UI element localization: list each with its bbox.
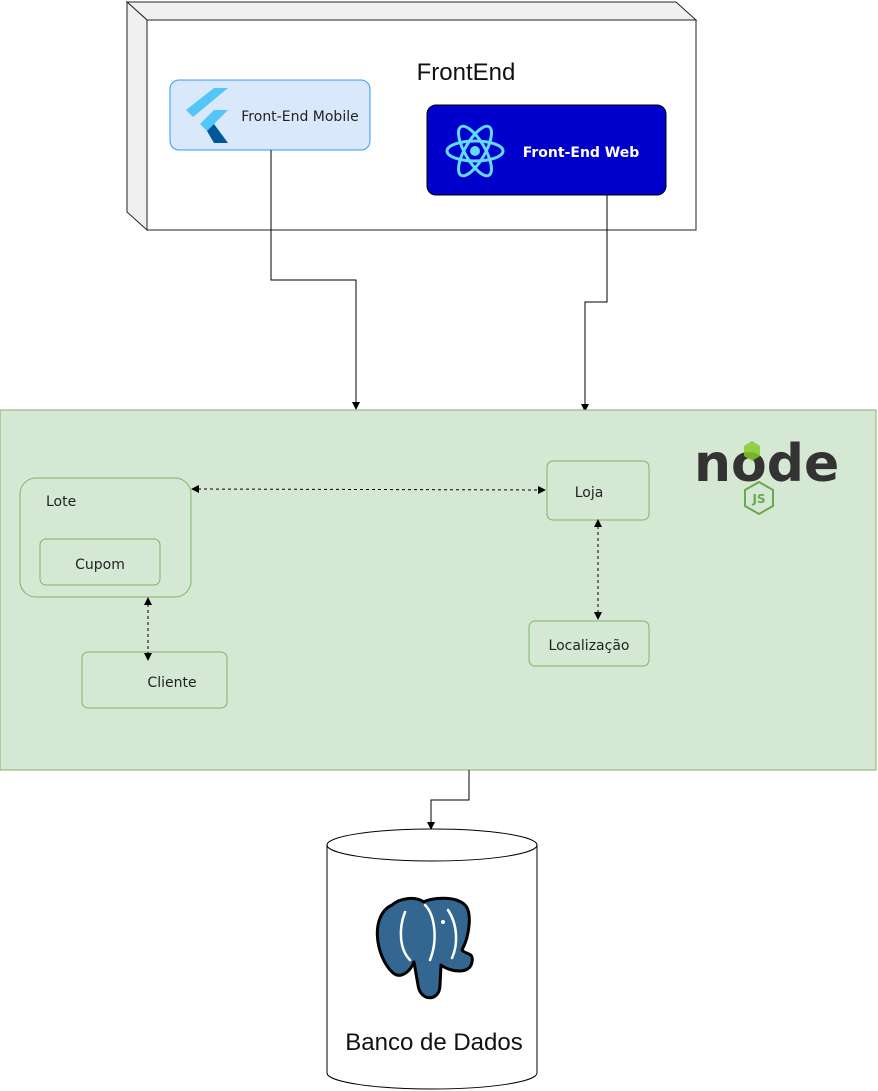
frontend-title: FrontEnd xyxy=(417,59,516,86)
mobile-to-backend-connector xyxy=(270,150,360,410)
backend-to-database-connector xyxy=(427,770,470,830)
entity-loja[interactable]: Loja xyxy=(546,460,650,521)
entity-localizacao-label: Localização xyxy=(549,638,630,654)
js-badge-hexagon xyxy=(744,480,774,516)
frontend-mobile-node[interactable]: Front-End Mobile xyxy=(169,79,371,151)
entity-cupom[interactable]: Cupom xyxy=(39,538,161,586)
entity-cliente[interactable]: Cliente xyxy=(81,651,228,709)
entity-cupom-label: Cupom xyxy=(75,557,125,573)
frontend-mobile-label: Front-End Mobile xyxy=(241,109,358,125)
web-to-backend-connector xyxy=(581,195,608,412)
entity-lote-label: Lote xyxy=(46,494,76,510)
lote-loja-relation xyxy=(191,485,546,494)
nodejs-logo-text: node xyxy=(694,434,839,494)
entity-loja-label: Loja xyxy=(575,485,604,501)
postgresql-icon xyxy=(375,896,474,1000)
js-badge-text: JS xyxy=(751,492,765,506)
entity-cliente-label: Cliente xyxy=(147,675,196,691)
react-icon xyxy=(445,124,505,178)
frontend-web-label: Front-End Web xyxy=(523,145,640,161)
database-node[interactable]: Banco de Dados xyxy=(326,828,538,1090)
entity-localizacao[interactable]: Localização xyxy=(528,620,650,667)
nodejs-logo: node JS xyxy=(694,434,839,516)
frontend-web-node[interactable]: Front-End Web xyxy=(426,104,667,196)
nodejs-hexagon xyxy=(744,441,760,461)
flutter-icon xyxy=(186,88,228,143)
database-label: Banco de Dados xyxy=(345,1029,522,1056)
